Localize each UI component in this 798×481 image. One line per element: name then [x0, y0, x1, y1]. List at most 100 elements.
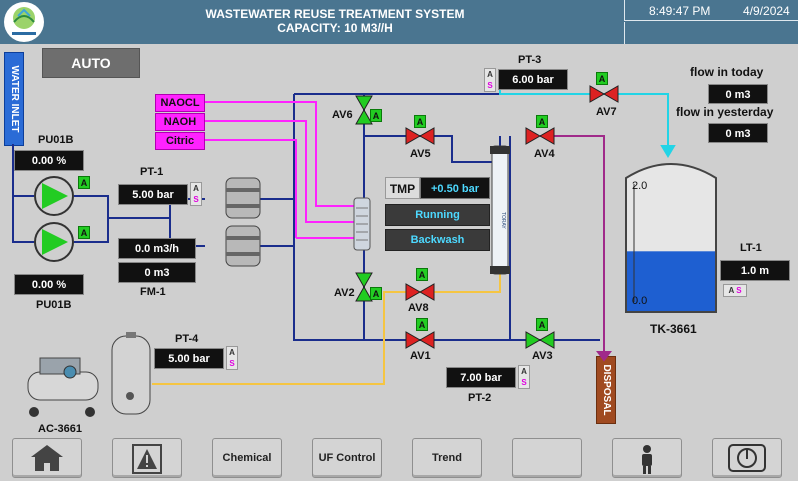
- tmp-value[interactable]: +0.50 bar: [420, 177, 490, 199]
- av7-valve-symbol[interactable]: [589, 85, 619, 103]
- pump-1-speed[interactable]: 0.00 %: [14, 150, 84, 171]
- system-title: WASTEWATER REUSE TREATMENT SYSTEM CAPACI…: [150, 7, 520, 35]
- av7-mode[interactable]: A: [596, 72, 608, 85]
- tmp-label: TMP: [385, 177, 420, 199]
- pt3-mode-s: S: [487, 81, 493, 90]
- status-backwash[interactable]: Backwash: [385, 229, 490, 251]
- bottom-nav: Chemical UF Control Trend: [0, 436, 798, 481]
- chemical-naocl[interactable]: NAOCL: [155, 94, 205, 112]
- av2-valve-symbol[interactable]: [355, 272, 373, 302]
- tank-scale-top: 2.0: [632, 180, 647, 192]
- pt1-mode-s: S: [193, 195, 199, 204]
- inlet-piping: [12, 93, 600, 341]
- chemical-naoh[interactable]: NAOH: [155, 113, 205, 131]
- pump-1-mode[interactable]: A: [78, 176, 90, 189]
- av8-mode[interactable]: A: [416, 268, 428, 281]
- pt3-name: PT-3: [518, 54, 542, 66]
- alarm-icon: [132, 444, 162, 474]
- tank-body: [625, 163, 717, 313]
- flow-yesterday-value[interactable]: 0 m3: [708, 123, 768, 143]
- company-logo: [4, 2, 44, 42]
- air-compressor: [27, 357, 99, 417]
- av8-valve-symbol[interactable]: [405, 283, 435, 301]
- pump-2-symbol: [34, 222, 74, 262]
- pt1-value[interactable]: 5.00 bar: [118, 184, 188, 205]
- av1-name: AV1: [410, 350, 431, 362]
- av6-name: AV6: [332, 109, 353, 121]
- fm1-total[interactable]: 0 m3: [118, 262, 196, 283]
- nav-uf-control-button[interactable]: UF Control: [312, 438, 382, 478]
- av5-mode[interactable]: A: [414, 115, 426, 128]
- fm1-rate[interactable]: 0.0 m3/h: [118, 238, 196, 259]
- tank-scale-bottom: 0.0: [632, 295, 647, 307]
- nav-power-button[interactable]: [712, 438, 782, 478]
- av2-mode[interactable]: A: [370, 287, 382, 300]
- power-icon: [728, 444, 766, 472]
- flow-today-label: flow in today: [690, 65, 764, 79]
- pt2-value[interactable]: 7.00 bar: [446, 367, 516, 388]
- av4-mode[interactable]: A: [536, 115, 548, 128]
- chemical-citric[interactable]: Citric: [155, 132, 205, 150]
- mode-auto-button[interactable]: AUTO: [42, 48, 140, 78]
- av6-mode[interactable]: A: [370, 109, 382, 122]
- drain-piping: [540, 135, 612, 362]
- fm1-name: FM-1: [140, 286, 166, 298]
- nav-chemical-button[interactable]: Chemical: [212, 438, 282, 478]
- pt3-mode-a: A: [487, 70, 493, 79]
- pt4-value[interactable]: 5.00 bar: [154, 348, 224, 369]
- pt1-name: PT-1: [140, 166, 164, 178]
- av5-valve-symbol[interactable]: [405, 127, 435, 145]
- nav-trend-button[interactable]: Trend: [412, 438, 482, 478]
- clock-time: 8:49:47 PM: [649, 4, 711, 18]
- av5-name: AV5: [410, 148, 431, 160]
- nav-home-button[interactable]: [12, 438, 82, 478]
- av6-valve-symbol[interactable]: [355, 95, 373, 125]
- header-bar: WASTEWATER REUSE TREATMENT SYSTEM CAPACI…: [0, 0, 798, 44]
- lt1-mode-badge[interactable]: A S: [723, 284, 747, 297]
- home-icon: [31, 445, 63, 471]
- user-icon: [642, 445, 652, 474]
- nav-alarm-button[interactable]: [112, 438, 182, 478]
- av2-name: AV2: [334, 287, 355, 299]
- pump-1-symbol: [34, 176, 74, 216]
- uf-membrane-module: [490, 145, 510, 275]
- air-receiver-tank: [111, 332, 151, 415]
- av7-name: AV7: [596, 106, 617, 118]
- nav-user-button[interactable]: [612, 438, 682, 478]
- process-diagram: TORAY 2.0 0.0: [12, 76, 717, 417]
- pt1-mode-a: A: [193, 184, 199, 193]
- lt1-mode-a: A: [728, 286, 734, 295]
- lt1-value[interactable]: 1.0 m: [720, 260, 790, 281]
- clock-panel: 8:49:47 PM 4/9/2024: [624, 0, 798, 21]
- av4-valve-symbol[interactable]: [525, 127, 555, 145]
- status-running[interactable]: Running: [385, 204, 490, 226]
- pt4-mode-a: A: [229, 348, 235, 357]
- av3-mode[interactable]: A: [536, 318, 548, 331]
- compressor-name: AC-3661: [38, 423, 83, 435]
- flow-today-value[interactable]: 0 m3: [708, 84, 768, 104]
- system-title-line1: WASTEWATER REUSE TREATMENT SYSTEM: [205, 7, 465, 21]
- pt2-mode-s: S: [521, 378, 527, 387]
- clock-date: 4/9/2024: [743, 4, 790, 18]
- lt1-mode-s: S: [736, 286, 742, 295]
- nav-blank-button[interactable]: [512, 438, 582, 478]
- tank-name: TK-3661: [650, 322, 697, 336]
- av3-name: AV3: [532, 350, 553, 362]
- pump-2-mode[interactable]: A: [78, 226, 90, 239]
- pump-2-speed[interactable]: 0.00 %: [14, 274, 84, 295]
- pt2-name: PT-2: [468, 392, 492, 404]
- lt1-name: LT-1: [740, 242, 762, 254]
- chemical-piping: [204, 101, 354, 239]
- pt4-name: PT-4: [175, 333, 199, 345]
- pump-1-name: PU01B: [38, 134, 74, 146]
- av3-valve-symbol[interactable]: [525, 331, 555, 349]
- pt4-mode-s: S: [229, 359, 235, 368]
- av1-valve-symbol[interactable]: [405, 331, 435, 349]
- pt3-value[interactable]: 6.00 bar: [498, 69, 568, 90]
- av1-mode[interactable]: A: [416, 318, 428, 331]
